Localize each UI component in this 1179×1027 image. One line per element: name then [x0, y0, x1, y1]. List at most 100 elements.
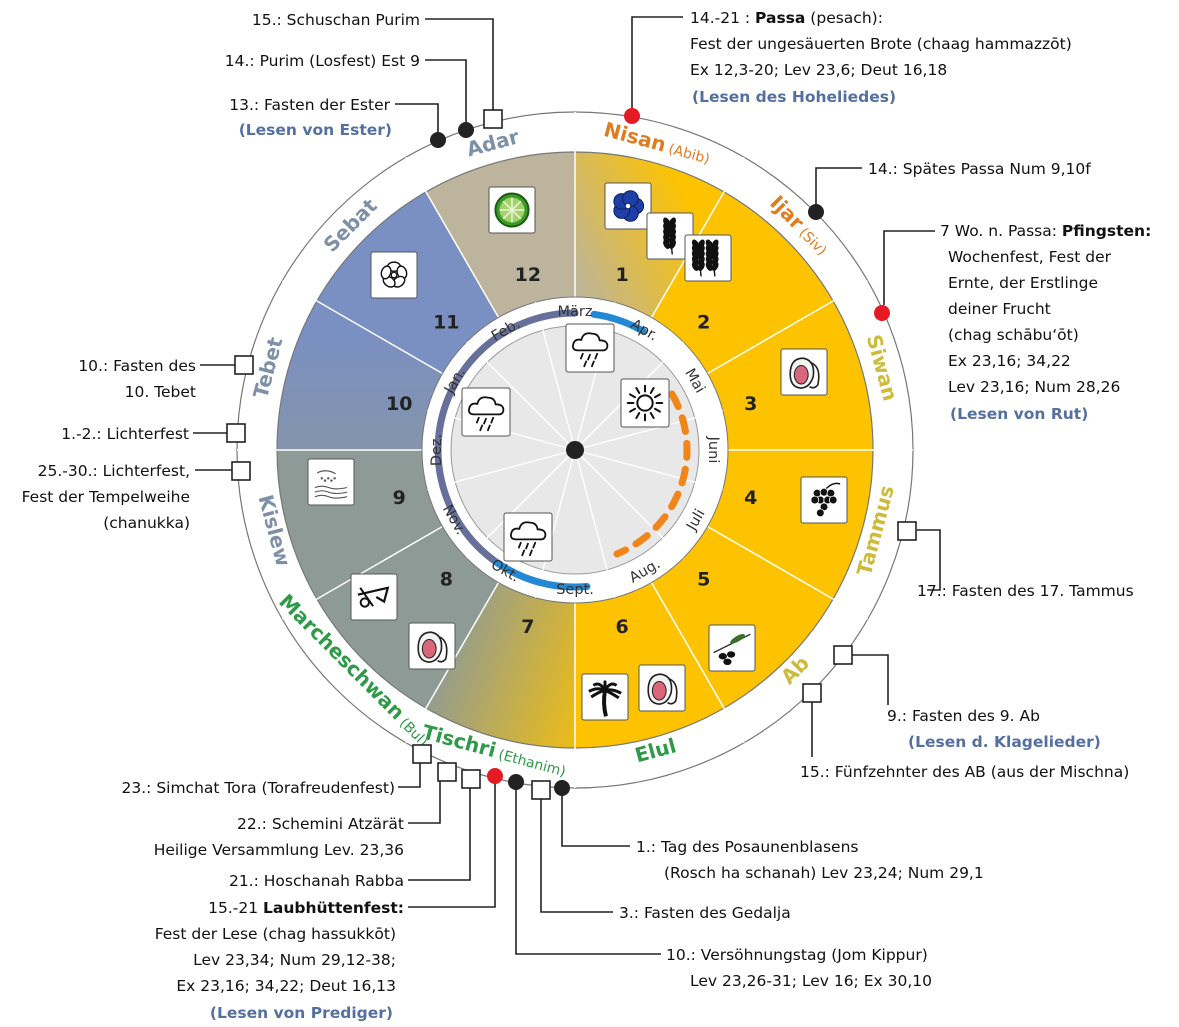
note-laubhuetten-read: (Lesen von Prediger) [210, 1004, 393, 1022]
marker-gedalja [531, 780, 551, 800]
note-chanukka-line2: Fest der Tempelweihe [22, 488, 190, 506]
note-tammus: 17.: Fasten des 17. Tammus [917, 582, 1134, 600]
gregorian-divider [574, 449, 723, 491]
marker-spaetes-passa [808, 204, 824, 220]
marker-posaunen [554, 780, 570, 796]
note-chanukka-line1: 25.-30.: Lichterfest, [38, 462, 190, 480]
note-passa-line1: 14.-21 : Passa (pesach): [690, 9, 883, 27]
leader-tammus [917, 529, 941, 591]
gregorian-month: Dez. [429, 434, 445, 466]
note-passa-line3: Ex 12,3-20; Lev 23,6; Deut 16,18 [690, 61, 947, 79]
fig-icon [780, 348, 828, 396]
note-ab-9: 9.: Fasten des 9. Ab [887, 707, 1040, 725]
sowing-icon [307, 458, 355, 506]
month-number: 5 [697, 569, 710, 591]
leader-kippur [515, 782, 661, 955]
marker-kippur [508, 774, 524, 790]
month-number: 1 [615, 264, 628, 286]
note-laubhuetten-line3: Lev 23,34; Num 29,12-38; [193, 951, 396, 969]
gregorian-divider [427, 449, 576, 491]
marker-chanukka [231, 461, 251, 481]
icons [307, 182, 848, 721]
rain-icon [565, 323, 615, 373]
note-lichterfest: 1.-2.: Lichterfest [61, 425, 189, 443]
leader-pfingsten [883, 230, 935, 305]
marker-hoschanah [461, 769, 481, 789]
leader-hoschanah [408, 786, 471, 881]
leader-laubhuetten [408, 775, 496, 908]
fig-icon [408, 622, 456, 670]
leader-spaetes-passa [815, 167, 862, 206]
note-posaunen-line1: 1.: Tag des Posaunenblasens [636, 838, 859, 856]
marker-ab-15 [802, 683, 822, 703]
annotations: 15.: Schuschan Purim 14.: Purim (Losfest… [22, 9, 1152, 1022]
olive-icon [708, 624, 756, 672]
note-schemini-line1: 22.: Schemini Atzärät [237, 815, 404, 833]
gregorian-divider [534, 302, 576, 451]
note-pfingsten-line6: Ex 23,16; 34,22 [948, 352, 1071, 370]
gregorian-month: Sept. [556, 582, 594, 598]
leader-passa [631, 16, 683, 110]
date-palm-icon [581, 673, 629, 721]
note-pfingsten-line2: Wochenfest, Fest der [948, 248, 1112, 266]
month-divider [281, 525, 443, 620]
plough-icon [350, 573, 398, 621]
marker-ab-9 [833, 645, 853, 665]
note-gedalja: 3.: Fasten des Gedalja [619, 904, 791, 922]
month-divider [707, 280, 869, 375]
note-passa-read: (Lesen des Hoheliedes) [692, 88, 896, 106]
note-ester-fast: 13.: Fasten der Ester [229, 96, 390, 114]
marker-passa [624, 108, 640, 124]
gregorian-divider [466, 341, 576, 451]
month-number: 10 [386, 393, 412, 415]
rain-icon [503, 512, 553, 562]
marker-laubhuetten [487, 768, 503, 784]
month-number: 4 [744, 487, 757, 509]
barley-icon [646, 212, 694, 260]
note-pfingsten-line1: 7 Wo. n. Passa: Pfingsten: [940, 222, 1151, 240]
month-number: 11 [433, 311, 459, 333]
gregorian-divider [574, 449, 616, 598]
note-passa-line2: Fest der ungesäuerten Brote (chaag hamma… [690, 35, 1072, 53]
marker-ester [430, 132, 446, 148]
month-number: 8 [440, 569, 453, 591]
wheat-icon [684, 234, 732, 282]
note-tebet-line1: 10.: Fasten des [78, 357, 196, 375]
rain-season-arc [434, 309, 579, 586]
late-rain-arc [590, 310, 647, 335]
markers [226, 108, 917, 800]
note-ester-read: (Lesen von Ester) [239, 121, 392, 139]
flax-flower-icon [604, 182, 652, 230]
fig-icon [638, 664, 686, 712]
marker-lichterfest [226, 423, 246, 443]
gregorian-divider [466, 449, 576, 559]
climate-arcs [434, 309, 691, 591]
marker-tebet [234, 355, 254, 375]
month-divider [707, 525, 869, 620]
grapes-icon [800, 476, 848, 524]
note-kippur-line1: 10.: Versöhnungstag (Jom Kippur) [666, 946, 928, 964]
note-pfingsten-line4: deiner Frucht [948, 300, 1051, 318]
gregorian-divider [574, 449, 684, 559]
sun-icon [620, 378, 670, 428]
note-pfingsten-line7: Lev 23,16; Num 28,26 [948, 378, 1120, 396]
note-schuschan: 15.: Schuschan Purim [252, 11, 420, 29]
note-laubhuetten-line2: Fest der Lese (chag hassukkōt) [155, 925, 396, 943]
month-number: 9 [393, 487, 406, 509]
gregorian-month: Juni [705, 436, 721, 464]
marker-purim [458, 122, 474, 138]
leader-schuschan [425, 18, 494, 110]
month-number: 7 [521, 616, 534, 638]
note-ab-read: (Lesen d. Klagelieder) [908, 733, 1101, 751]
note-posaunen-line2: (Rosch ha schanah) Lev 23,24; Num 29,1 [664, 864, 984, 882]
svg-text:Juni: Juni [705, 436, 721, 464]
note-pfingsten-read: (Lesen von Rut) [950, 405, 1088, 423]
month-number: 6 [615, 616, 628, 638]
note-kippur-line2: Lev 23,26-31; Lev 16; Ex 30,10 [690, 972, 932, 990]
note-chanukka-line3: (chanukka) [103, 514, 190, 532]
leader-ester [395, 103, 439, 134]
note-pfingsten-line3: Ernte, der Erstlinge [948, 274, 1098, 292]
marker-schuschan [483, 109, 503, 129]
early-rain-arc [492, 558, 591, 591]
